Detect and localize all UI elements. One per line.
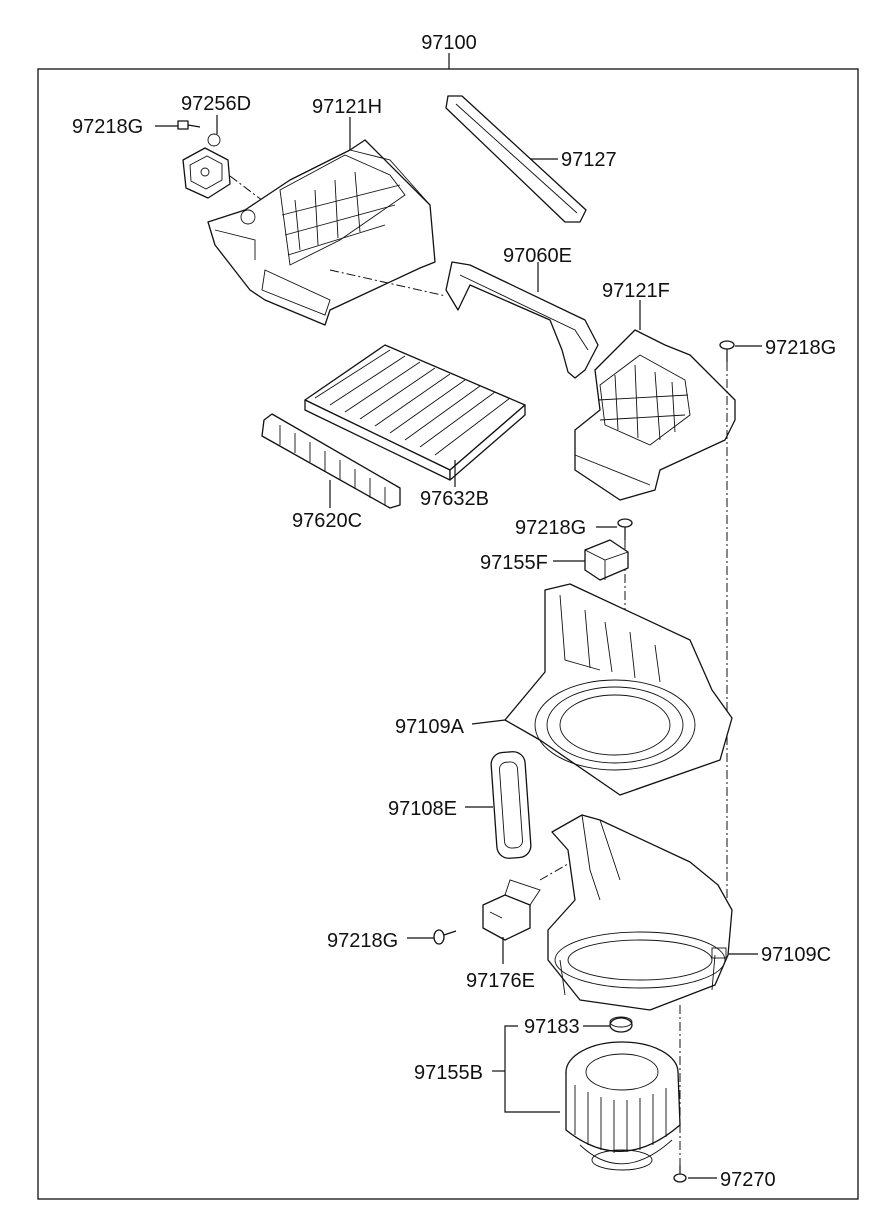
label-97108E[interactable]: 97108E (388, 798, 457, 820)
label-97632B[interactable]: 97632B (420, 488, 489, 510)
screw-97218G-right[interactable] (719, 340, 735, 362)
label-97109A[interactable]: 97109A (395, 716, 465, 738)
label-97270[interactable]: 97270 (720, 1169, 776, 1191)
label-97155B[interactable]: 97155B (414, 1062, 483, 1084)
label-97218G-c[interactable]: 97218G (515, 517, 586, 539)
label-97256D[interactable]: 97256D (181, 93, 251, 115)
screw-97218G-lower[interactable] (433, 929, 457, 945)
screw-97218G-upper-left[interactable] (177, 120, 201, 130)
label-97121H[interactable]: 97121H (312, 96, 382, 118)
label-97127[interactable]: 97127 (561, 149, 617, 171)
gasket-part[interactable] (490, 751, 532, 859)
label-97218G-d[interactable]: 97218G (327, 930, 398, 952)
label-97155F[interactable]: 97155F (480, 552, 548, 574)
label-97218G-b[interactable]: 97218G (765, 337, 836, 359)
screw-97270[interactable] (673, 1165, 687, 1183)
filter-cover-frame-part[interactable] (329, 261, 599, 379)
filter-cover-part[interactable] (261, 413, 401, 509)
blower-motor-part[interactable] (565, 1041, 681, 1171)
power-transistor-part[interactable] (482, 879, 541, 941)
intake-case-lower-part[interactable] (574, 329, 736, 501)
intake-case-upper-part[interactable] (207, 139, 436, 326)
motor-cap-part[interactable] (609, 1016, 633, 1033)
label-97620C[interactable]: 97620C (292, 510, 362, 532)
label-97218G-a[interactable]: 97218G (72, 116, 143, 138)
intake-actuator-part[interactable] (182, 133, 276, 211)
label-97183[interactable]: 97183 (524, 1016, 580, 1038)
label-97121F[interactable]: 97121F (602, 280, 670, 302)
assembly-frame (37, 68, 859, 1200)
assembly-number-label[interactable]: 97100 (421, 32, 477, 54)
label-97060E[interactable]: 97060E (503, 245, 572, 267)
screw-97218G-mid[interactable] (617, 518, 633, 540)
label-97109C[interactable]: 97109C (761, 944, 831, 966)
cabin-air-filter-part[interactable] (304, 344, 526, 481)
filter-seal-part[interactable] (445, 95, 587, 223)
blower-lower-housing-part[interactable] (547, 814, 733, 1011)
blower-upper-housing-part[interactable] (504, 583, 733, 796)
label-97176E[interactable]: 97176E (466, 970, 535, 992)
blower-module-part[interactable] (584, 539, 629, 581)
